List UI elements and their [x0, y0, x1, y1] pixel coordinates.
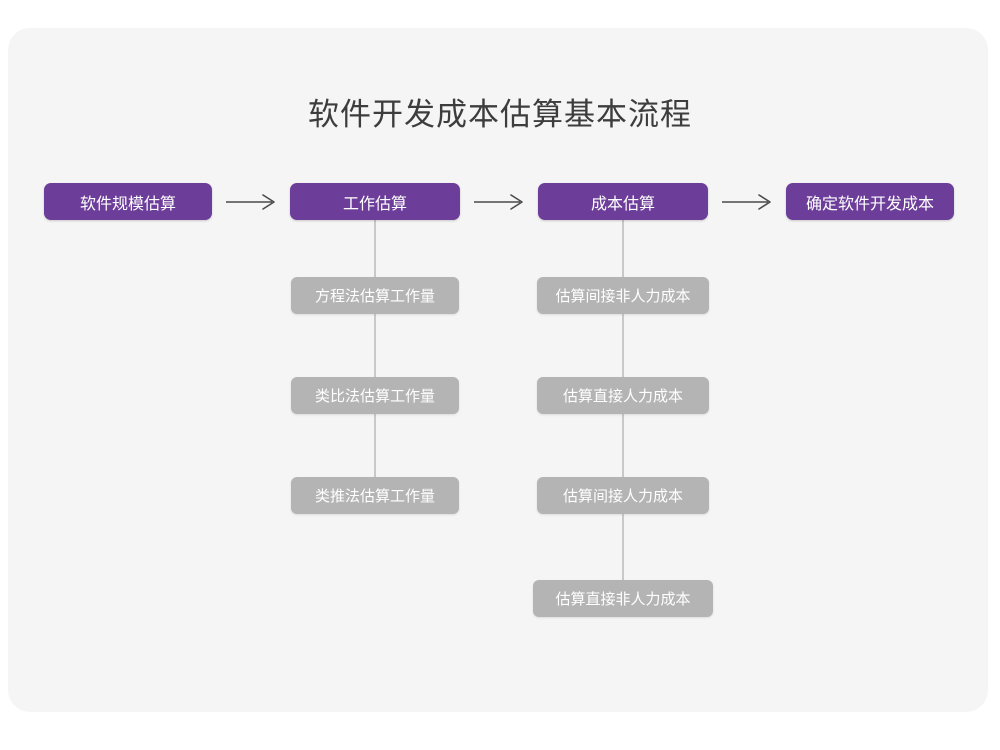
cost-method-node-indirect-nonlabor[interactable]: 估算间接非人力成本 — [537, 277, 709, 314]
page-title: 软件开发成本估算基本流程 — [308, 97, 692, 132]
effort-method-node-analogy[interactable]: 类比法估算工作量 — [291, 377, 459, 414]
effort-method-node-equation[interactable]: 方程法估算工作量 — [291, 277, 459, 314]
cost-method-node-indirect-labor[interactable]: 估算间接人力成本 — [537, 477, 709, 514]
effort-method-node-inference[interactable]: 类推法估算工作量 — [291, 477, 459, 514]
flow-node-effort-estimation[interactable]: 工作估算 — [290, 183, 460, 220]
cost-method-node-direct-labor[interactable]: 估算直接人力成本 — [537, 377, 709, 414]
arrow-right-icon — [470, 186, 530, 218]
connector-line-effort-column — [374, 220, 376, 478]
cost-method-node-direct-nonlabor[interactable]: 估算直接非人力成本 — [533, 580, 713, 617]
flow-node-cost-estimation[interactable]: 成本估算 — [538, 183, 708, 220]
diagram-canvas — [8, 28, 988, 712]
flow-node-determine-development-cost[interactable]: 确定软件开发成本 — [786, 183, 954, 220]
arrow-right-icon — [718, 186, 778, 218]
flow-node-software-scale-estimation[interactable]: 软件规模估算 — [44, 183, 212, 220]
arrow-right-icon — [222, 186, 282, 218]
